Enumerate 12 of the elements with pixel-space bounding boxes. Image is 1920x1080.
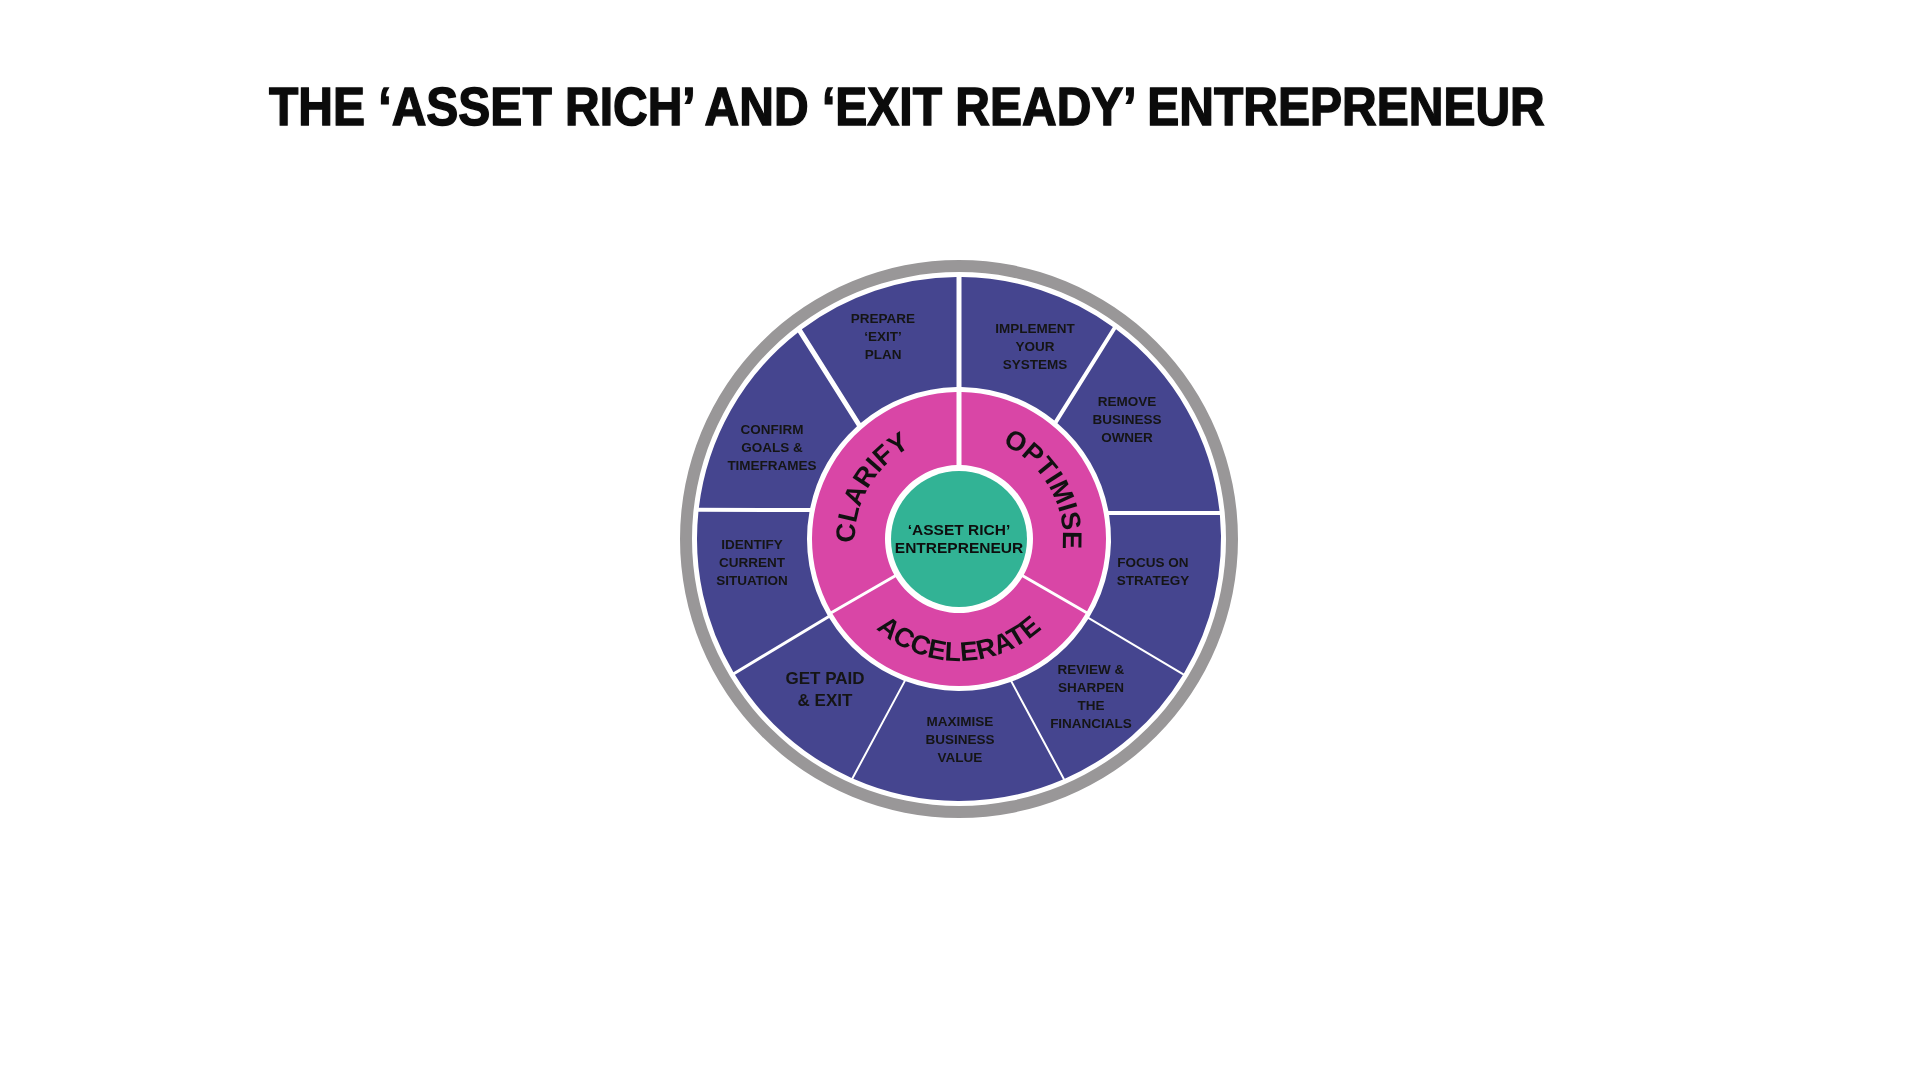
step-label: GET PAID & EXIT [784,668,866,712]
step-label: PREPARE ‘EXIT’ PLAN [849,310,917,364]
step-label: IDENTIFY CURRENT SITUATION [715,536,789,590]
step-label: MAXIMISE BUSINESS VALUE [924,713,996,767]
diagram-title: THE ‘ASSET RICH’ AND ‘EXIT READY’ ENTREPRENEUR [269,80,1545,134]
step-label: REVIEW & SHARPEN THE FINANCIALS [1049,661,1133,733]
step-label: IMPLEMENT YOUR SYSTEMS [994,320,1076,374]
step-segment [801,277,957,424]
step-label: CONFIRM GOALS & TIMEFRAMES [726,421,818,475]
step-segment [697,511,828,673]
step-label: FOCUS ON STRATEGY [1115,554,1191,590]
step-label: REMOVE BUSINESS OWNER [1091,393,1163,447]
